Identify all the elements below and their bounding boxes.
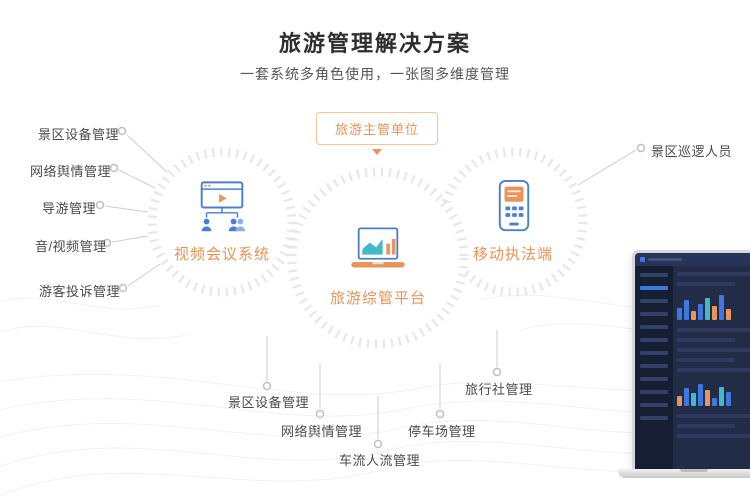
connector-dots — [95, 126, 646, 449]
laptop-screen — [632, 250, 750, 469]
bottom-label-parking: 停车场管理 — [408, 424, 476, 439]
dashboard-mini-chart — [677, 292, 750, 320]
bottom-label-public-opinion: 网络舆情管理 — [281, 424, 363, 439]
left-label-guide-management: 导游管理 — [42, 201, 97, 216]
mobile-terminal-icon — [495, 179, 533, 239]
authority-badge-label: 旅游主管单位 — [334, 122, 420, 137]
mobile-enforcement-label: 移动执法端 — [472, 246, 553, 263]
arrow-down-icon — [372, 149, 382, 155]
laptop-chart-icon — [345, 227, 411, 278]
bottom-label-travel-agency: 旅行社管理 — [465, 382, 533, 397]
laptop-base — [618, 469, 750, 478]
dashboard-sidebar — [635, 266, 673, 469]
right-label-patrol-staff: 景区巡逻人员 — [651, 144, 733, 159]
bottom-label-scenic-equipment: 景区设备管理 — [228, 395, 310, 410]
left-label-public-opinion: 网络舆情管理 — [30, 164, 112, 179]
page-title: 旅游管理解决方案 — [278, 31, 471, 56]
dashboard-topbar — [635, 253, 750, 266]
video-conference-label: 视频会议系统 — [173, 246, 270, 263]
dashboard-main — [673, 266, 750, 469]
bottom-label-traffic-flow: 车流人流管理 — [339, 453, 421, 468]
video-conference-icon — [193, 180, 251, 241]
page-subtitle: 一套系统多角色使用，一张图多维度管理 — [240, 66, 510, 82]
dashboard-mini-chart-2 — [677, 378, 750, 406]
left-label-av-management: 音/视频管理 — [35, 239, 107, 254]
left-label-scenic-equipment: 景区设备管理 — [38, 127, 120, 142]
left-label-complaint-management: 游客投诉管理 — [39, 284, 121, 299]
platform-label: 旅游综管平台 — [329, 290, 426, 307]
authority-badge: 旅游主管单位 — [315, 112, 439, 145]
connector-lines — [104, 134, 637, 439]
dashboard-laptop-mockup — [618, 250, 750, 478]
